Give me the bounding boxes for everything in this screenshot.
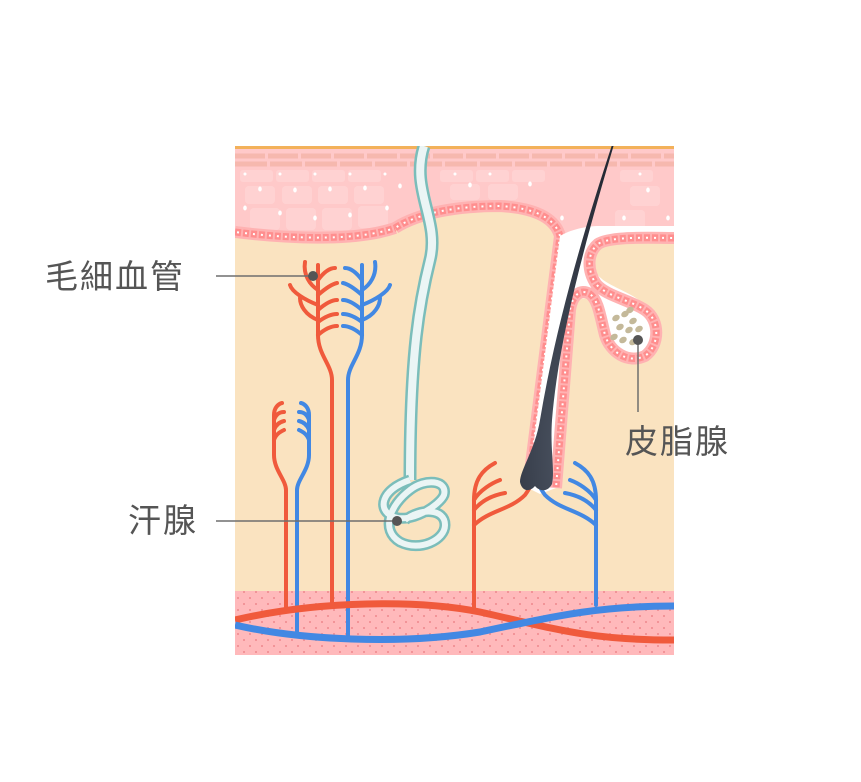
hair-follicle	[528, 226, 674, 494]
label-sweat-gland: 汗腺	[128, 501, 198, 540]
capillary-pointer-dot	[308, 271, 318, 281]
label-capillary: 毛細血管	[45, 257, 185, 296]
capillary-loop-tall	[288, 260, 392, 637]
capillary-loop-follicle	[472, 461, 598, 612]
label-sebaceous-gland: 皮脂腺	[625, 422, 730, 461]
hair-shaft	[520, 146, 614, 491]
leader-lines	[216, 275, 639, 522]
capillary-loop-short	[272, 401, 311, 635]
vein	[235, 602, 674, 643]
sweat-gland-pointer-dot	[392, 516, 402, 526]
sebaceous-pointer-dot	[633, 335, 643, 345]
subcutaneous-layer	[235, 591, 674, 655]
sebum-droplets	[610, 306, 643, 346]
stratum-corneum	[235, 146, 674, 149]
artery	[235, 600, 674, 644]
sweat-gland-coil	[378, 474, 451, 552]
